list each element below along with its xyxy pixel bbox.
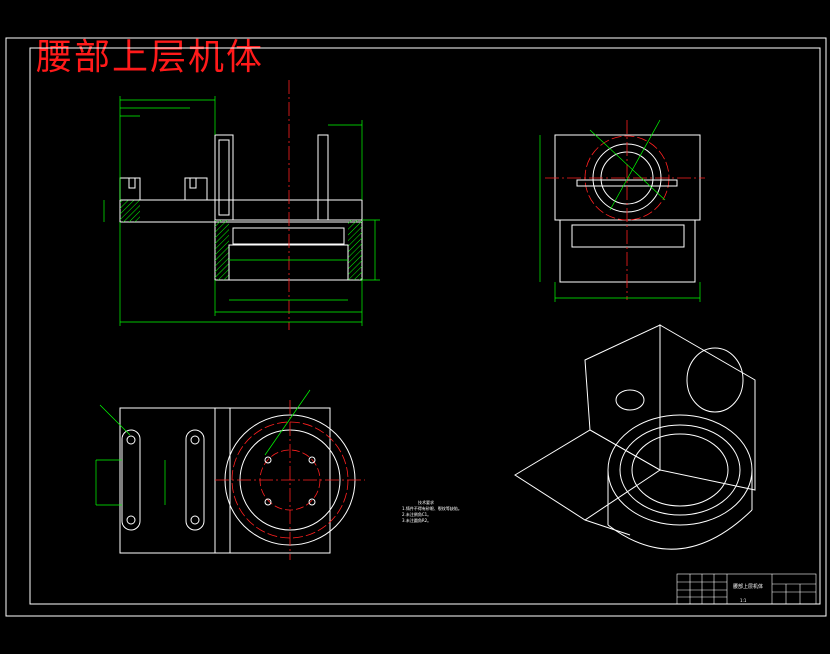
- tech-notes-heading: 技术要求: [418, 500, 434, 505]
- front-view: [103, 80, 380, 330]
- top-view: [95, 389, 365, 560]
- title-block-part-name: 腰部上层机体: [733, 584, 764, 590]
- drawing-title: 腰部上层机体: [36, 37, 265, 78]
- side-view: [539, 119, 705, 302]
- tech-note-1: 1.铸件不得有砂眼、裂纹等缺陷。: [402, 506, 462, 511]
- outer-frame: [5, 37, 827, 617]
- isometric-view: [514, 324, 756, 550]
- title-block: [676, 573, 817, 605]
- tech-note-2: 2.未注倒角C1。: [402, 512, 432, 517]
- inner-frame: [29, 47, 821, 605]
- title-block-scale: 1:1: [740, 598, 747, 603]
- tech-note-3: 3.未注圆角R2。: [402, 518, 432, 523]
- tech-notes: 技术要求 1.铸件不得有砂眼、裂纹等缺陷。 2.未注倒角C1。 3.未注圆角R2…: [402, 500, 462, 524]
